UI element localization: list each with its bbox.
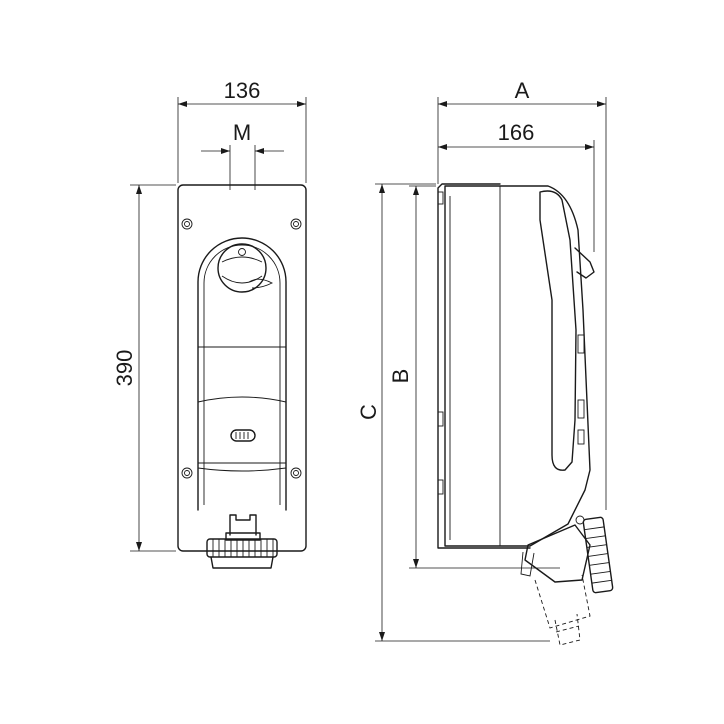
side-switch-knob <box>574 247 595 279</box>
front-housing-inner <box>203 244 281 505</box>
side-back <box>437 183 531 549</box>
dim-label-m: M <box>233 120 251 145</box>
side-latches <box>437 191 585 495</box>
indicator-window <box>230 429 256 442</box>
side-body <box>444 185 591 547</box>
dim-label-c: C <box>356 404 381 420</box>
front-housing <box>197 237 287 511</box>
rotary-switch <box>217 243 274 293</box>
side-socket <box>520 515 614 646</box>
side-view <box>437 183 614 646</box>
dim-label-a: A <box>515 78 530 103</box>
front-dimensions: 136 M 390 <box>112 78 307 552</box>
side-cover <box>539 190 577 471</box>
front-socket <box>206 514 278 569</box>
dim-label-b: B <box>388 369 413 384</box>
side-dimensions: A 166 B C <box>356 78 607 642</box>
front-back-plate <box>177 184 307 552</box>
front-view <box>177 184 307 569</box>
dim-label-390: 390 <box>112 350 137 387</box>
dim-label-166: 166 <box>498 120 535 145</box>
front-screws <box>181 218 302 479</box>
dim-label-136: 136 <box>224 78 261 103</box>
